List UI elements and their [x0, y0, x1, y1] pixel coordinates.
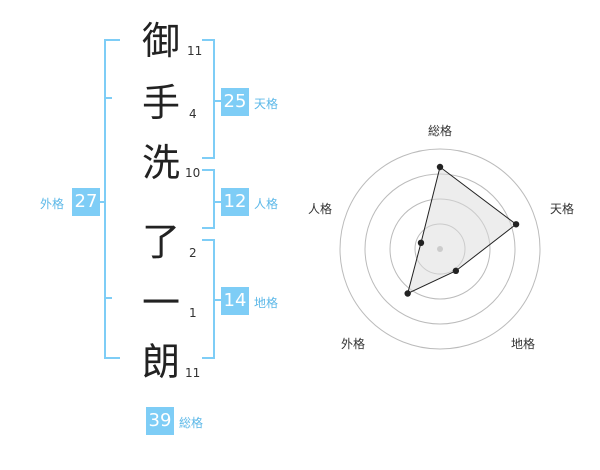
- radar-axis-label-jinkaku: 人格: [308, 202, 333, 216]
- chikaku-value: 14: [221, 287, 249, 315]
- tenkaku-value: 25: [221, 88, 249, 116]
- stroke-count-1: 11: [187, 44, 203, 58]
- radar-point: [417, 239, 425, 247]
- jinkaku-value: 12: [221, 188, 249, 216]
- stroke-count-4: 2: [189, 246, 197, 260]
- stroke-count-5: 1: [189, 306, 197, 320]
- name-char-2: 手: [141, 81, 180, 125]
- radar-center: [437, 246, 443, 252]
- soukaku-value: 39: [146, 407, 174, 435]
- radar-axis-label-gaikaku: 外格: [341, 337, 366, 351]
- stroke-count-3: 10: [185, 166, 201, 180]
- name-char-4: 了: [141, 220, 180, 264]
- radar-point: [512, 221, 520, 228]
- soukaku-label: 総格: [179, 416, 204, 430]
- name-char-6: 朗: [141, 340, 180, 384]
- radar-point: [452, 267, 460, 275]
- jinkaku-label: 人格: [254, 197, 279, 211]
- radar-axis-label-tenkaku: 天格: [550, 202, 575, 216]
- stroke-count-6: 11: [185, 366, 201, 380]
- tenkaku-label: 天格: [254, 97, 279, 111]
- radar-point: [404, 290, 411, 297]
- radar-ring: [339, 148, 541, 350]
- name-char-5: 一: [141, 281, 180, 325]
- gaikaku-label: 外格: [40, 197, 65, 211]
- stroke-count-2: 4: [189, 107, 197, 121]
- name-char-3: 洗: [141, 141, 180, 185]
- radar-area: [406, 166, 517, 295]
- radar-point: [436, 163, 444, 171]
- gaikaku-value: 27: [72, 188, 100, 216]
- name-char-1: 御: [141, 19, 180, 63]
- radar-axis-label-chikaku: 地格: [511, 337, 536, 351]
- chikaku-label: 地格: [254, 296, 279, 310]
- radar-axis-label-soukaku: 総格: [428, 124, 453, 138]
